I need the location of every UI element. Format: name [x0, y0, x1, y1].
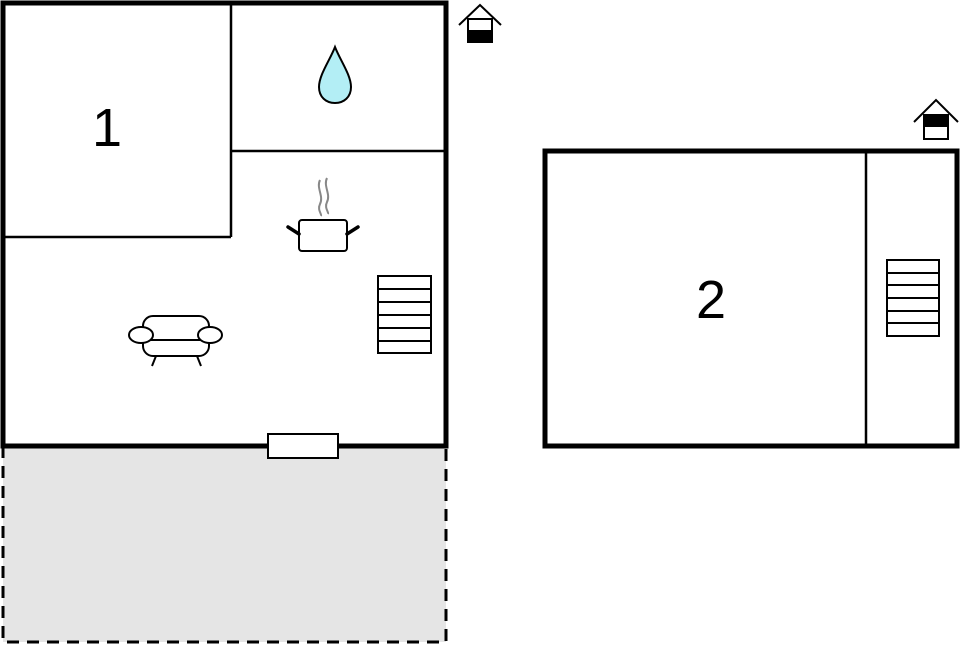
staircase-icon — [886, 259, 940, 337]
room-label-2: 2 — [695, 270, 727, 330]
building-left-interior-walls — [3, 3, 446, 239]
building-left-walls — [0, 0, 449, 449]
staircase-icon — [377, 275, 432, 354]
terrace-door — [267, 433, 339, 459]
house-entrance-icon — [458, 3, 502, 43]
terrace — [1, 446, 448, 644]
sofa-icon — [128, 315, 223, 367]
water-drop-icon — [317, 44, 353, 105]
house-entrance-icon — [913, 98, 959, 140]
room-label-1: 1 — [91, 98, 123, 158]
cooking-pot-icon — [286, 177, 360, 252]
building-right-walls — [542, 148, 960, 449]
